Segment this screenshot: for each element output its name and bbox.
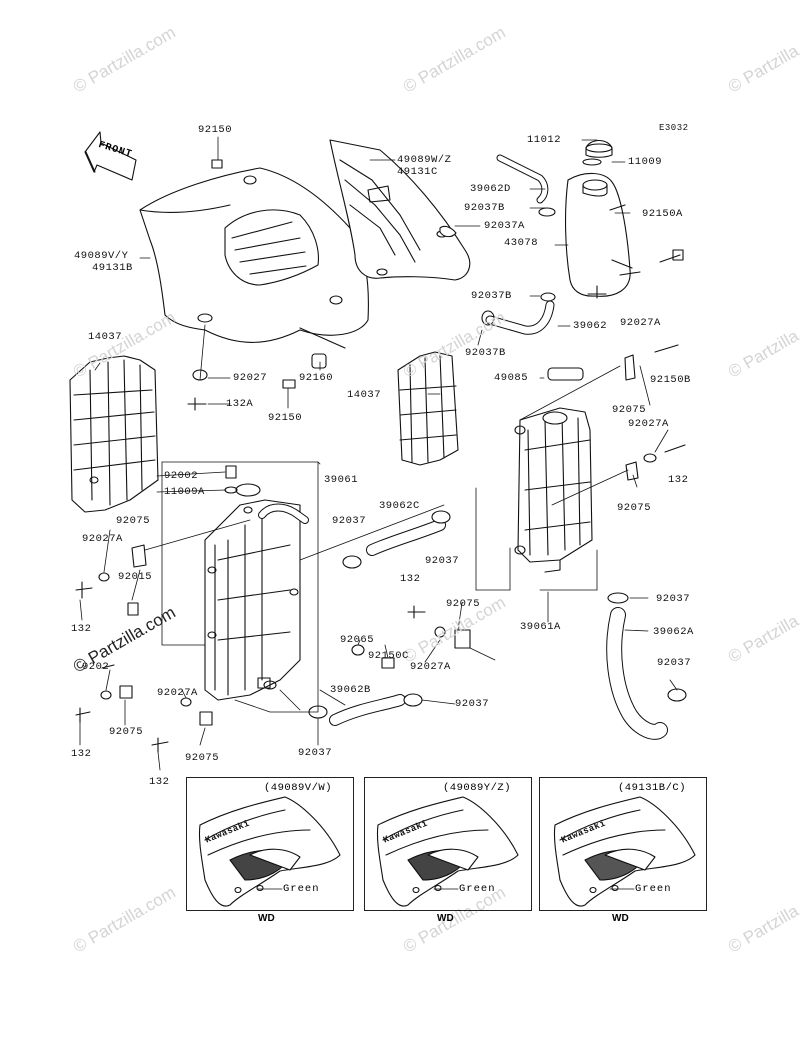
part-label[interactable]: 49131C [397,166,438,178]
part-label[interactable]: 39062C [379,500,420,512]
model-label: WD [612,913,629,924]
part-label[interactable]: 92065 [340,634,375,646]
part-label[interactable]: 92037 [455,698,490,710]
part-label[interactable]: 92160 [299,372,334,384]
part-label[interactable]: 92075 [446,598,481,610]
part-label[interactable]: 9202 [82,661,110,673]
part-label[interactable]: 92150 [198,124,233,136]
part-label[interactable]: 39061 [324,474,359,486]
part-label[interactable]: 39061A [520,621,561,633]
variant-shroud-1 [198,796,341,907]
part-label[interactable]: 11012 [527,134,562,146]
part-label[interactable]: 132 [149,776,170,788]
part-label[interactable]: 92150C [368,650,409,662]
part-label[interactable]: 39062A [653,626,694,638]
part-label[interactable]: 92075 [116,515,151,527]
part-label[interactable]: 92075 [612,404,647,416]
hose-39062C [366,519,446,556]
part-label[interactable]: 92075 [185,752,220,764]
part-label[interactable]: 14037 [88,331,123,343]
diagram-code: E3032 [659,123,689,133]
part-label[interactable]: 39062B [330,684,371,696]
part-label[interactable]: 92075 [617,502,652,514]
left-radiator [204,483,309,701]
part-label[interactable]: 132 [71,748,92,760]
part-label[interactable]: 92037 [657,657,692,669]
part-label[interactable]: 132 [400,573,421,585]
part-label[interactable]: 39062 [573,320,608,332]
variant-shroud-3 [553,796,696,907]
front-arrow-icon [84,131,137,181]
part-label[interactable]: 92150A [642,208,683,220]
variant-box-1 [186,777,354,911]
model-label: WD [258,913,275,924]
part-label[interactable]: 92037 [425,555,460,567]
part-label[interactable]: 92037 [298,747,333,759]
variant-shroud-2 [376,796,519,907]
right-shroud [329,139,471,281]
part-label[interactable]: 92075 [109,726,144,738]
part-label[interactable]: 132A [226,398,254,410]
reservoir-tank [565,139,641,299]
hose-39062A [606,607,668,740]
color-label: Green [635,883,672,895]
part-label[interactable]: 11009A [164,486,205,498]
part-label[interactable]: 92015 [118,571,153,583]
part-label[interactable]: 43078 [504,237,539,249]
part-label[interactable]: 92037 [656,593,691,605]
variant-code: (49089Y/Z) [443,782,512,794]
part-label[interactable]: 11009 [628,156,663,168]
variant-box-2 [364,777,532,911]
left-radiator-guard [69,355,159,513]
part-label[interactable]: 132 [71,623,92,635]
part-label[interactable]: 92002 [164,470,199,482]
hose-39062D [496,154,549,204]
part-label[interactable]: 92027A [157,687,198,699]
hose-39062 [485,300,555,335]
part-label[interactable]: 49089W/Z [397,154,452,166]
part-label[interactable]: 92150 [268,412,303,424]
part-label[interactable]: 92037B [471,290,512,302]
right-radiator-guard [397,351,459,466]
part-label[interactable]: 92027A [628,418,669,430]
part-label[interactable]: 49089V/Y [74,250,129,262]
part-label[interactable]: 14037 [347,389,382,401]
color-label: Green [283,883,320,895]
color-label: Green [459,883,496,895]
hose-39062B [329,694,406,726]
part-label[interactable]: 92037B [465,347,506,359]
part-label[interactable]: 49131B [92,262,133,274]
part-label[interactable]: 92150B [650,374,691,386]
part-label[interactable]: 92027A [620,317,661,329]
fasteners [75,159,686,753]
part-label[interactable]: 39062D [470,183,511,195]
part-label[interactable]: 92027 [233,372,268,384]
model-label: WD [437,913,454,924]
part-label[interactable]: 92037B [464,202,505,214]
part-label[interactable]: 49085 [494,372,529,384]
left-shroud [139,167,369,349]
clamps-top [439,207,556,326]
part-label[interactable]: 132 [668,474,689,486]
variant-code: (49131B/C) [618,782,687,794]
part-label[interactable]: 92037 [332,515,367,527]
clamps [308,510,687,719]
part-label[interactable]: 92027A [410,661,451,673]
variant-code: (49089V/W) [264,782,333,794]
variant-box-3 [539,777,707,911]
part-label[interactable]: 92027A [82,533,123,545]
right-radiator [514,407,593,573]
part-label[interactable]: 92037A [484,220,525,232]
leader-lines [79,136,678,771]
